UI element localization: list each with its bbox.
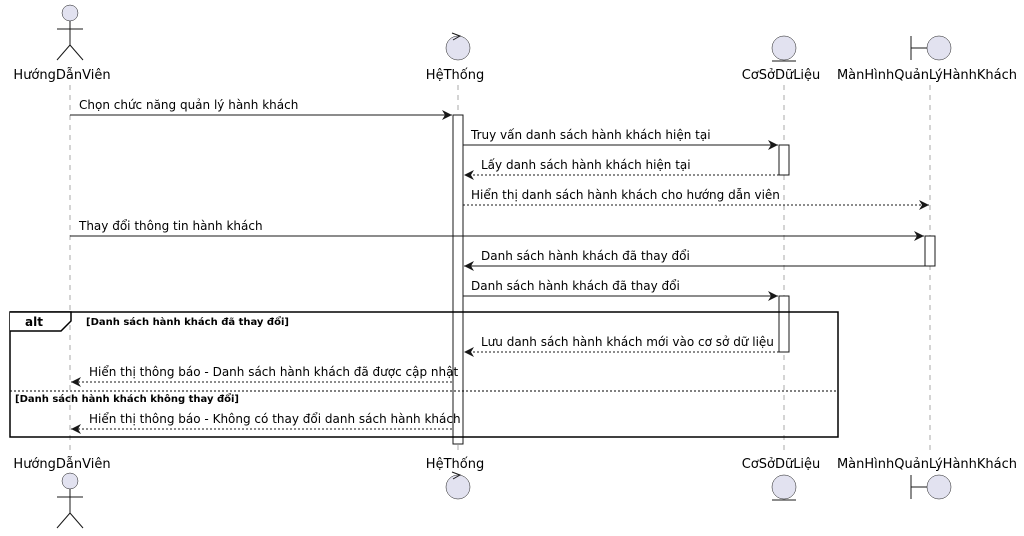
message-label: Lưu danh sách hành khách mới vào cơ sở d… — [481, 335, 774, 349]
participant-label-database: CơSởDữLiệu — [742, 457, 821, 472]
message-8: Lưu danh sách hành khách mới vào cơ sở d… — [464, 335, 779, 357]
message-3: Lấy danh sách hành khách hiện tại — [464, 158, 779, 180]
alt-frame: alt [Danh sách hành khách đã thay đổi] [… — [9, 311, 839, 438]
message-2: Truy vấn danh sách hành khách hiện tại — [463, 128, 778, 150]
alt-condition-1: [Danh sách hành khách đã thay đổi] — [86, 315, 289, 328]
message-label: Thay đổi thông tin hành khách — [78, 219, 263, 233]
message-label: Hiển thị thông báo - Không có thay đổi d… — [89, 412, 461, 426]
message-1: Chọn chức năng quản lý hành khách — [70, 98, 452, 120]
message-5: Thay đổi thông tin hành khách — [70, 219, 924, 241]
activation-database-2 — [778, 295, 790, 353]
participant-screen-top: MànHìnhQuảnLýHànhKhách — [837, 35, 1017, 83]
boundary-icon — [910, 474, 952, 500]
actor-icon — [56, 4, 84, 61]
alt-frame-tab — [10, 311, 72, 332]
participant-system-bottom: HệThống — [426, 457, 484, 500]
message-label: Danh sách hành khách đã thay đổi — [481, 249, 690, 263]
message-7: Danh sách hành khách đã thay đổi — [463, 279, 778, 301]
message-label: Truy vấn danh sách hành khách hiện tại — [470, 128, 711, 142]
entity-icon — [771, 474, 797, 501]
message-4: Hiển thị danh sách hành khách cho hướng … — [463, 188, 929, 210]
activation-screen — [924, 235, 936, 267]
participant-label-system: HệThống — [426, 68, 484, 83]
message-9: Hiển thị thông báo - Danh sách hành khác… — [71, 365, 458, 387]
boundary-icon — [910, 35, 952, 61]
control-icon — [445, 471, 471, 500]
entity-icon — [771, 35, 797, 62]
participant-database-top: CơSởDữLiệu — [742, 35, 821, 83]
alt-condition-2: [Danh sách hành khách không thay đổi] — [15, 392, 239, 405]
participant-label-screen: MànHìnhQuảnLýHànhKhách — [837, 68, 1017, 83]
message-label: Lấy danh sách hành khách hiện tại — [481, 158, 691, 172]
message-label: Chọn chức năng quản lý hành khách — [79, 98, 298, 112]
control-icon — [445, 32, 471, 61]
message-label: Danh sách hành khách đã thay đổi — [471, 279, 680, 293]
message-6: Danh sách hành khách đã thay đổi — [464, 249, 925, 271]
participant-guide-bottom: HướngDẫnViên — [13, 457, 111, 529]
participant-label-system: HệThống — [426, 457, 484, 472]
message-label: Hiển thị danh sách hành khách cho hướng … — [471, 188, 780, 202]
activation-database-1 — [778, 144, 790, 176]
participant-screen-bottom: MànHìnhQuảnLýHànhKhách — [837, 457, 1017, 500]
alt-frame-label: alt — [25, 315, 43, 329]
participant-label-guide: HướngDẫnViên — [13, 68, 110, 83]
participant-label-database: CơSởDữLiệu — [742, 68, 821, 83]
participant-database-bottom: CơSởDữLiệu — [742, 457, 821, 501]
message-label: Hiển thị thông báo - Danh sách hành khác… — [89, 365, 458, 379]
message-10: Hiển thị thông báo - Không có thay đổi d… — [71, 412, 461, 434]
participant-label-guide: HướngDẫnViên — [13, 457, 110, 472]
alt-frame-border — [9, 311, 839, 438]
participant-system-top: HệThống — [426, 32, 484, 83]
participant-guide-top: HướngDẫnViên — [13, 4, 111, 83]
participant-label-screen: MànHìnhQuảnLýHànhKhách — [837, 457, 1017, 472]
activation-system — [452, 114, 464, 445]
actor-icon — [56, 472, 84, 529]
